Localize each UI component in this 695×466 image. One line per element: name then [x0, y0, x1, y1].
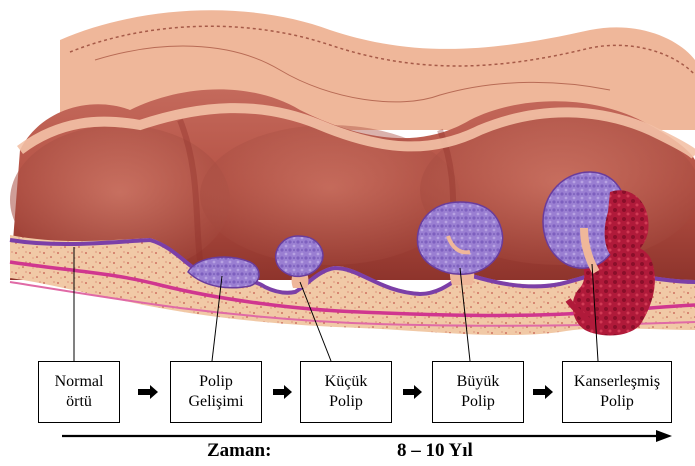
stage-label-line1: Büyük — [457, 372, 500, 392]
large-polyp — [417, 202, 502, 274]
stage-label-line2: Gelişimi — [188, 392, 243, 412]
stage-label-line2: Polip — [329, 392, 363, 412]
stage-box-cancerous-polyp: Kanserleşmiş Polip — [562, 361, 672, 423]
stage-label-line2: Polip — [600, 392, 634, 412]
stage-box-small-polyp: Küçük Polip — [300, 361, 392, 423]
stage-label-line1: Polip — [199, 372, 233, 392]
timeline-duration: 8 – 10 Yıl — [397, 440, 473, 462]
stage-box-normal-mucosa: Normal örtü — [38, 361, 120, 423]
stage-box-large-polyp: Büyük Polip — [432, 361, 524, 423]
stage-label-line1: Normal — [55, 372, 104, 392]
stage-label-line2: Polip — [461, 392, 495, 412]
stage-box-polyp-development: Polip Gelişimi — [170, 361, 262, 423]
stage-label-line2: örtü — [66, 392, 92, 412]
stage-label-line1: Küçük — [325, 372, 368, 392]
timeline-arrow — [62, 430, 672, 442]
stage-label-line1: Kanserleşmiş — [574, 372, 660, 392]
small-polyp — [276, 236, 323, 276]
timeline-label: Zaman: — [207, 440, 271, 462]
